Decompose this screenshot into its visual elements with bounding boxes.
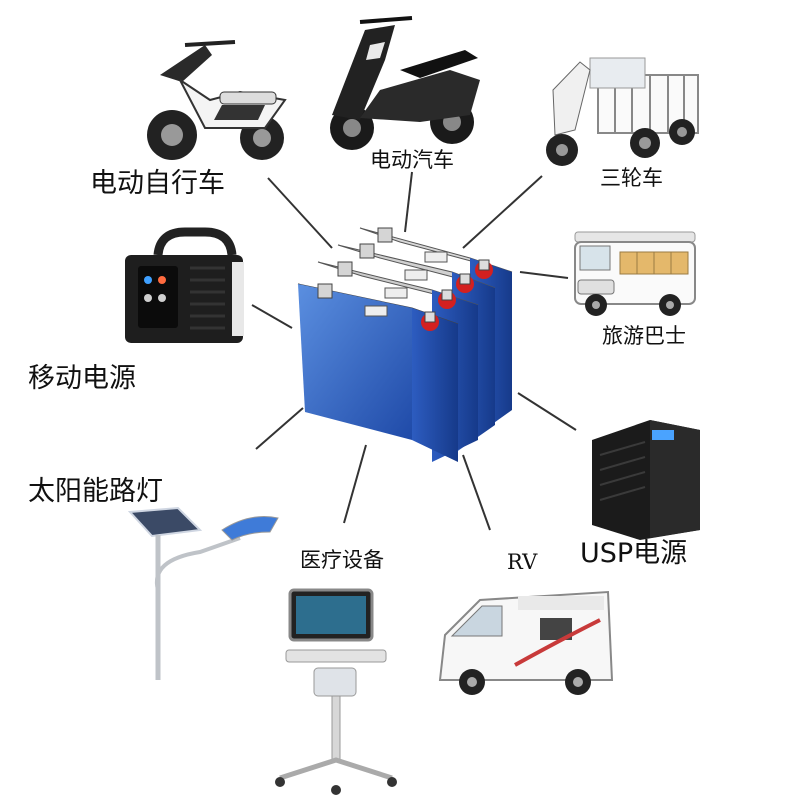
connector-ups — [517, 392, 577, 431]
label-e-scooter: 电动汽车 — [370, 148, 454, 172]
connector-e-scooter — [404, 171, 413, 233]
label-tricycle: 三轮车 — [600, 166, 663, 190]
connector-tour-bus — [519, 271, 569, 279]
label-street-light: 太阳能路灯 — [28, 476, 163, 507]
connector-power-station — [251, 304, 293, 329]
connector-tricycle — [462, 175, 543, 249]
connector-rv — [462, 454, 491, 531]
label-e-bike: 电动自行车 — [90, 168, 225, 199]
label-medical-equipment: 医疗设备 — [300, 548, 384, 572]
label-rv: RV — [507, 550, 538, 574]
connector-e-bike — [267, 177, 333, 249]
connector-street-light — [255, 407, 304, 450]
label-ups: USP电源 — [580, 538, 688, 569]
connector-medical — [343, 444, 367, 524]
label-tour-bus: 旅游巴士 — [602, 324, 686, 348]
label-power-station: 移动电源 — [28, 363, 136, 394]
